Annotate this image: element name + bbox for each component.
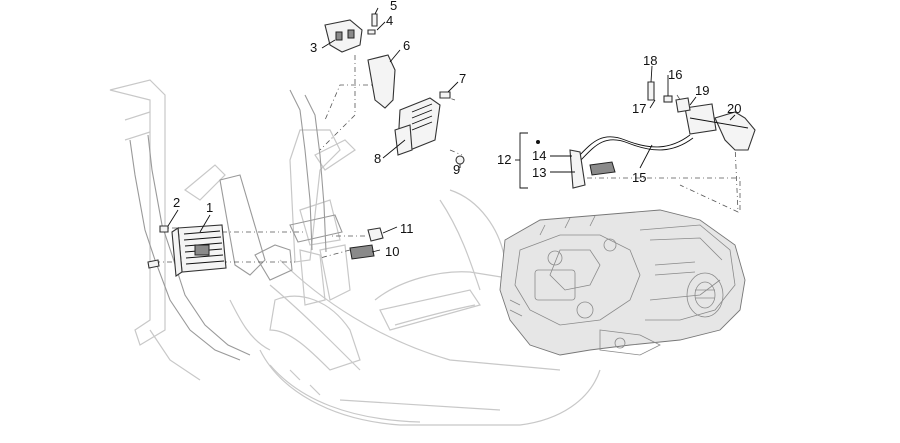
cdi-unit-part <box>394 97 441 156</box>
screw-part-2 <box>147 225 169 269</box>
upper-bracket-part <box>324 13 378 53</box>
spark-plug-cap-part <box>569 149 616 189</box>
callout-11: 11 <box>400 221 414 236</box>
callout-8: 8 <box>374 151 381 166</box>
callout-7: 7 <box>459 71 466 86</box>
callout-2: 2 <box>173 195 180 210</box>
callout-6: 6 <box>403 38 410 53</box>
scooter-frame <box>109 79 601 426</box>
group-bracket-12 <box>515 132 540 189</box>
coil-bracket-part <box>689 111 756 151</box>
callout-1: 1 <box>206 200 213 215</box>
steering-column <box>129 89 343 361</box>
callout-3: 3 <box>310 40 317 55</box>
callout-9: 9 <box>453 162 460 177</box>
callout-10: 10 <box>385 244 399 259</box>
callout-5: 5 <box>390 0 397 13</box>
callout-leaders <box>167 7 736 253</box>
clip-part-11 <box>367 227 384 242</box>
cdi-bracket-part <box>367 54 396 109</box>
callout-19: 19 <box>695 83 709 98</box>
engine-assembly <box>499 209 746 356</box>
ignition-coil-part <box>675 97 717 135</box>
callout-13: 13 <box>532 165 546 180</box>
screw-part-7 <box>439 91 451 99</box>
callout-18: 18 <box>643 53 657 68</box>
clip-part-10 <box>349 244 375 260</box>
callout-15: 15 <box>632 170 646 185</box>
ht-cable-part <box>574 134 694 164</box>
callout-16: 16 <box>668 67 682 82</box>
voltage-regulator-part <box>171 224 227 277</box>
callout-4: 4 <box>386 13 393 28</box>
callout-14: 14 <box>532 148 546 163</box>
callout-12: 12 <box>497 152 511 167</box>
callout-20: 20 <box>727 101 741 116</box>
callout-17: 17 <box>632 101 646 116</box>
callout-labels: 1 2 3 4 5 6 7 8 9 10 11 12 13 14 15 16 1… <box>173 0 741 259</box>
